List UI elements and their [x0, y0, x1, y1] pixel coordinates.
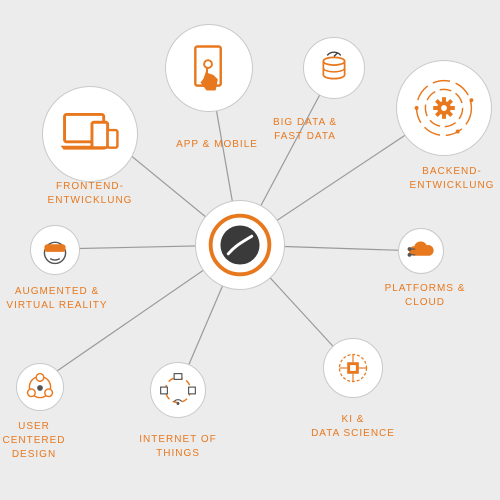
hub-node[interactable] [195, 200, 285, 290]
node-backend[interactable] [396, 60, 492, 156]
label-backend: BACKEND- ENTWICKLUNG [409, 166, 495, 191]
node-iot[interactable] [150, 362, 206, 418]
label-ar-vr: AUGMENTED & VIRTUAL REALITY [6, 286, 108, 311]
gear-circuit-icon [414, 79, 474, 137]
user-network-icon [26, 372, 54, 399]
node-ar-vr[interactable] [30, 225, 80, 275]
label-platforms: PLATFORMS & CLOUD [384, 283, 466, 308]
label-ucd: USER CENTERED DESIGN [2, 421, 66, 460]
label-app-mobile: APP & MOBILE [176, 139, 258, 150]
label-frontend: FRONTEND- ENTWICKLUNG [47, 181, 133, 206]
label-big-data: BIG DATA & FAST DATA [272, 117, 338, 142]
label-iot: INTERNET OF THINGS [139, 434, 217, 459]
database-speed-icon [322, 51, 346, 80]
node-ucd[interactable] [16, 363, 64, 411]
node-app-mobile[interactable] [165, 24, 253, 112]
devices-icon [60, 112, 119, 150]
vr-headset-icon [43, 241, 67, 265]
coffee-bean-logo-icon [208, 213, 272, 277]
node-frontend[interactable] [42, 86, 138, 182]
iot-cycle-icon [160, 373, 196, 405]
label-ki: KI & DATA SCIENCE [311, 414, 395, 439]
brain-chip-icon [338, 353, 368, 383]
node-platforms[interactable] [398, 228, 444, 274]
cloud-icon [407, 241, 434, 257]
tablet-touch-icon [194, 45, 222, 91]
node-ki[interactable] [323, 338, 383, 398]
node-big-data[interactable] [303, 37, 365, 99]
